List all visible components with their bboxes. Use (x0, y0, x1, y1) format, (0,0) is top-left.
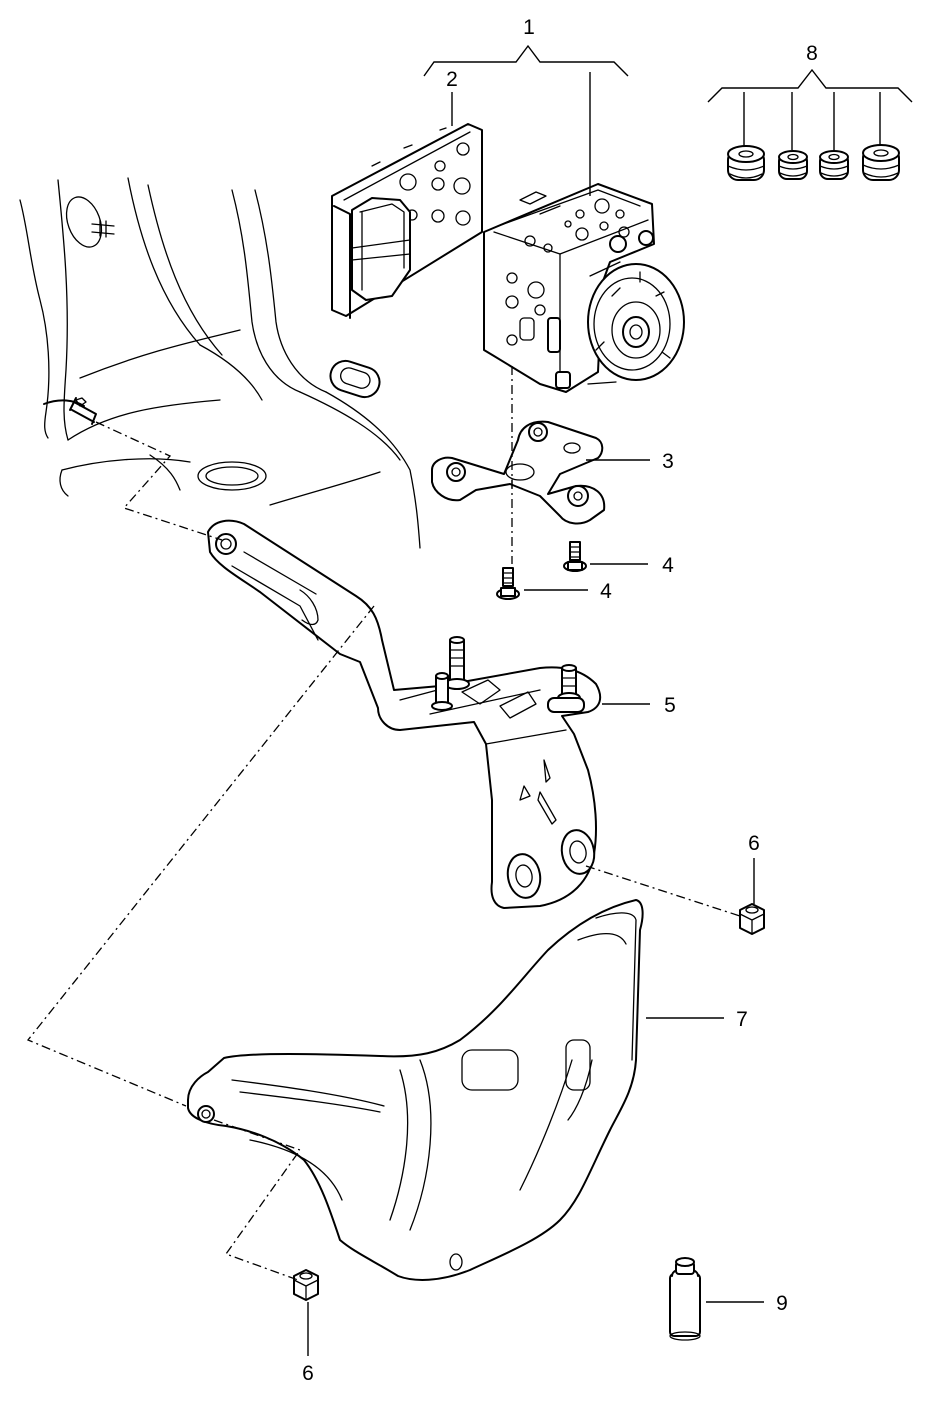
control-unit (331, 123, 483, 319)
hex-nut-bottom (293, 1269, 319, 1301)
bolt-lower (496, 567, 520, 600)
callout-9: 9 (776, 1292, 788, 1315)
callouts: 1 2 3 4 4 5 6 7 8 9 6 (302, 16, 818, 1385)
abs-hydraulic-unit (483, 183, 685, 393)
grommet-1 (727, 145, 765, 181)
vehicle-body-panel (19, 177, 421, 549)
callout-3: 3 (662, 450, 674, 473)
callout-4a: 4 (662, 554, 674, 577)
grommet-2 (778, 150, 808, 180)
callout-8: 8 (806, 42, 818, 65)
callout-4b: 4 (600, 580, 612, 603)
bolt-upper (563, 541, 587, 572)
callout-6a: 6 (748, 832, 760, 855)
mounting-bracket (431, 420, 606, 525)
leader-lines (307, 44, 913, 1356)
callout-7: 7 (736, 1008, 748, 1031)
callout-1: 1 (523, 16, 535, 39)
callout-5: 5 (664, 694, 676, 717)
heat-shield-cover (187, 899, 644, 1281)
callout-2: 2 (446, 68, 458, 91)
grommet-4 (862, 144, 900, 181)
sealing-plug (669, 1257, 701, 1341)
hex-nut-right (739, 903, 765, 935)
assembly-lines (26, 366, 741, 1281)
callout-6b: 6 (302, 1362, 314, 1385)
grommet-3 (819, 150, 849, 180)
rubber-grommets (727, 144, 900, 181)
support-bracket (207, 519, 602, 909)
